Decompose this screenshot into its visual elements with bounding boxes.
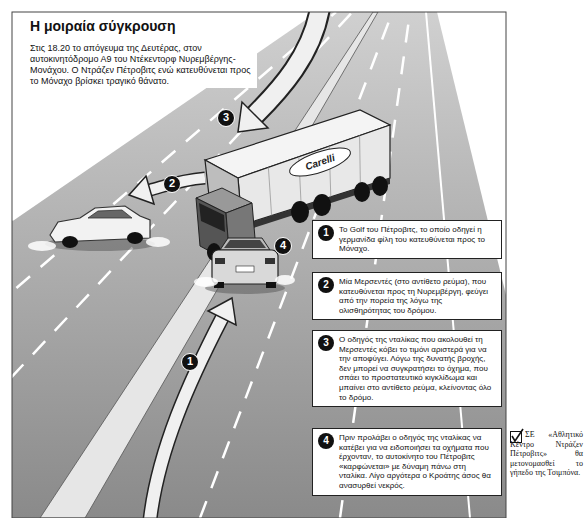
path-arrow — [238, 102, 268, 132]
callout-number: 4 — [318, 433, 334, 449]
callout-box: 1 Το Golf του Πέτροβιτς, το οποίο οδηγεί … — [312, 220, 502, 259]
golf-car — [212, 250, 278, 284]
mercedes-car — [88, 210, 132, 218]
callout-number: 3 — [217, 109, 235, 127]
truck — [291, 201, 309, 223]
checkbox-symbol — [512, 429, 523, 441]
callout-number: 1 — [318, 225, 334, 241]
path-arrow — [255, 12, 320, 115]
highway — [12, 12, 353, 518]
callout-number: 1 — [181, 353, 199, 371]
truck — [354, 182, 370, 202]
truck — [238, 125, 390, 225]
callout-box: 4 Πριν προλάβει ο οδηγός της νταλίκας να … — [312, 428, 502, 496]
mercedes-car — [127, 232, 143, 244]
path-arrow — [208, 298, 236, 325]
path-arrow — [129, 176, 154, 204]
golf-car — [224, 240, 266, 248]
callout-number: 2 — [163, 175, 181, 193]
callout-text: Μία Μερσεντές (στο αντίθετο ρεύμα), που … — [339, 277, 496, 315]
truck — [359, 136, 361, 188]
path-arrow — [255, 12, 320, 115]
truck — [286, 142, 353, 182]
golf-car — [220, 238, 270, 250]
truck — [372, 176, 388, 196]
mercedes-car — [28, 206, 170, 251]
golf-car — [266, 282, 276, 288]
golf-car — [275, 275, 295, 285]
golf-car — [194, 277, 218, 287]
path-arrow — [150, 318, 222, 518]
frame-border — [12, 12, 506, 518]
truck — [268, 167, 271, 215]
highway — [12, 12, 315, 220]
side-note: ΣΕ «Αθλητικό Κέντρο Ντράζεν Πέτροβιτς» θ… — [510, 430, 583, 478]
callout-number: 3 — [318, 335, 334, 351]
truck — [199, 203, 225, 232]
mercedes-car — [146, 237, 170, 247]
callout-number: 2 — [318, 277, 334, 293]
truck — [313, 194, 331, 216]
intro-text: Στις 18.20 το απόγευμα της Δευτέρας, στο… — [28, 42, 257, 88]
callout-text: Πριν προλάβει ο οδηγός της νταλίκας να κ… — [339, 433, 496, 491]
callout-number: 4 — [274, 237, 292, 255]
mercedes-car — [28, 241, 56, 251]
callout-text: Ο οδηγός της νταλίκας που ακολουθεί τη Μ… — [339, 335, 496, 402]
golf-car — [215, 258, 225, 264]
callout-text: Το Golf του Πέτροβιτς, το οποίο οδηγεί η… — [339, 225, 496, 254]
crash-illustration — [12, 12, 506, 518]
path-arrow — [150, 318, 222, 518]
callout-box: 3 Ο οδηγός της νταλίκας που ακολουθεί τη … — [312, 330, 502, 407]
mercedes-car — [62, 236, 78, 248]
title: Η μοιραία σύγκρουση — [28, 18, 177, 34]
callout-box: 2 Μία Μερσεντές (στο αντίθετο ρεύμα), που… — [312, 272, 502, 320]
golf-car — [265, 258, 275, 264]
golf-car — [194, 238, 295, 294]
highway — [12, 12, 506, 518]
golf-car — [236, 266, 254, 272]
highway — [12, 12, 506, 518]
